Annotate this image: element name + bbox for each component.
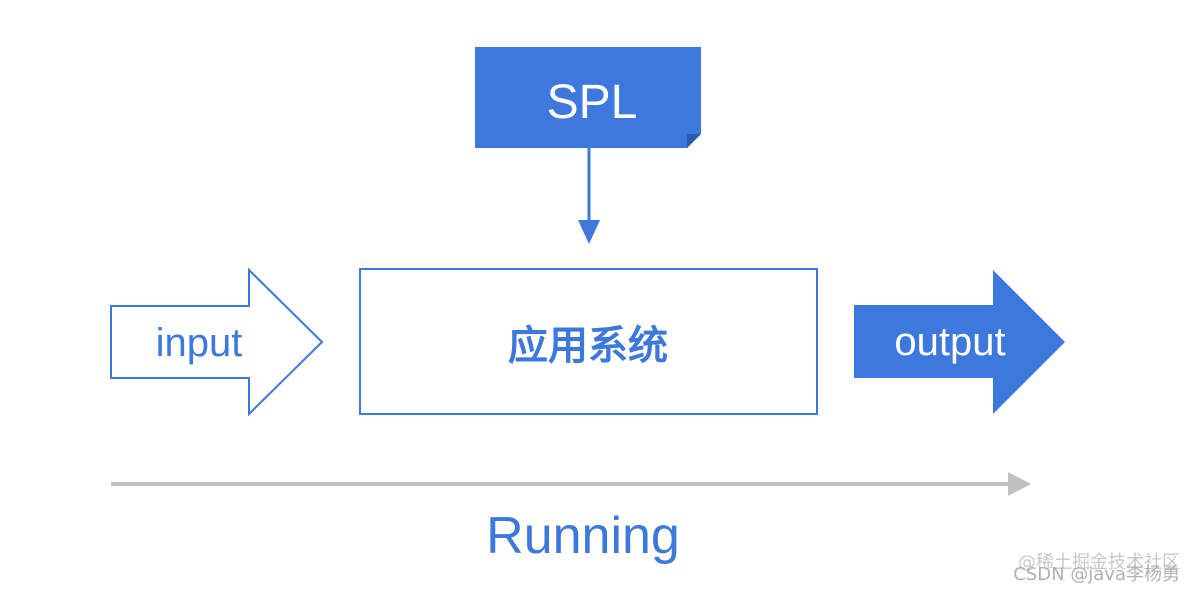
system-box: 应用系统 <box>359 268 818 415</box>
input-arrow: input <box>110 267 324 417</box>
output-label: output <box>894 320 1005 364</box>
running-timeline <box>111 472 1031 496</box>
watermark-line2: CSDN @java李杨勇 <box>1013 564 1180 585</box>
watermark-line1: @稀土掘金技术社区 <box>1018 552 1180 573</box>
system-label: 应用系统 <box>508 323 668 369</box>
input-label: input <box>156 321 243 365</box>
watermark: @稀土掘金技术社区 CSDN @java李杨勇 <box>1013 552 1180 585</box>
spl-down-arrow <box>578 148 600 244</box>
output-arrow: output <box>854 270 1065 414</box>
running-label: Running <box>486 507 680 565</box>
spl-box: SPL <box>475 47 701 148</box>
spl-label: SPL <box>547 76 638 129</box>
